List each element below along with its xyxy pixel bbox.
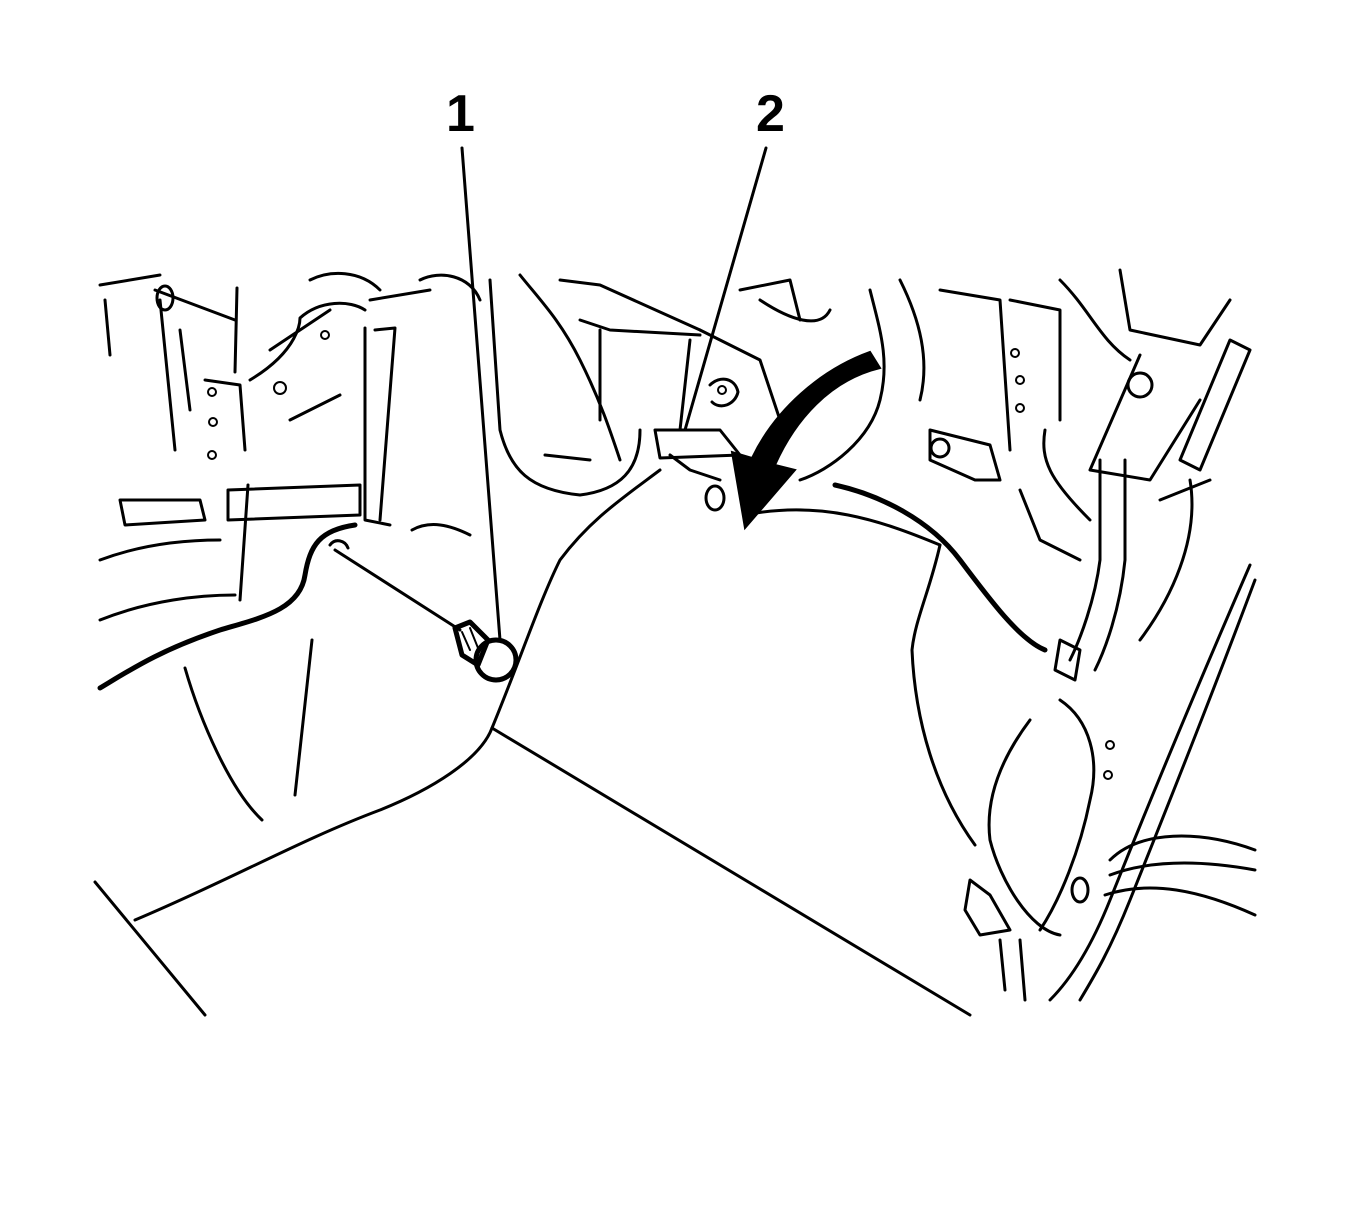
right-body-edge: [998, 563, 1257, 1002]
callout-1-leader: [460, 146, 502, 642]
callout-label-2: 2: [756, 85, 785, 143]
right-column-assembly: [798, 268, 1257, 937]
left-bracket-assembly: [98, 271, 482, 622]
insulator-panel: [93, 468, 1048, 1017]
callout-2-leader: [683, 146, 768, 432]
removal-arrow-icon: [730, 350, 882, 531]
push-pin-retainer: [328, 539, 519, 683]
callout-label-1: 1: [446, 85, 475, 143]
